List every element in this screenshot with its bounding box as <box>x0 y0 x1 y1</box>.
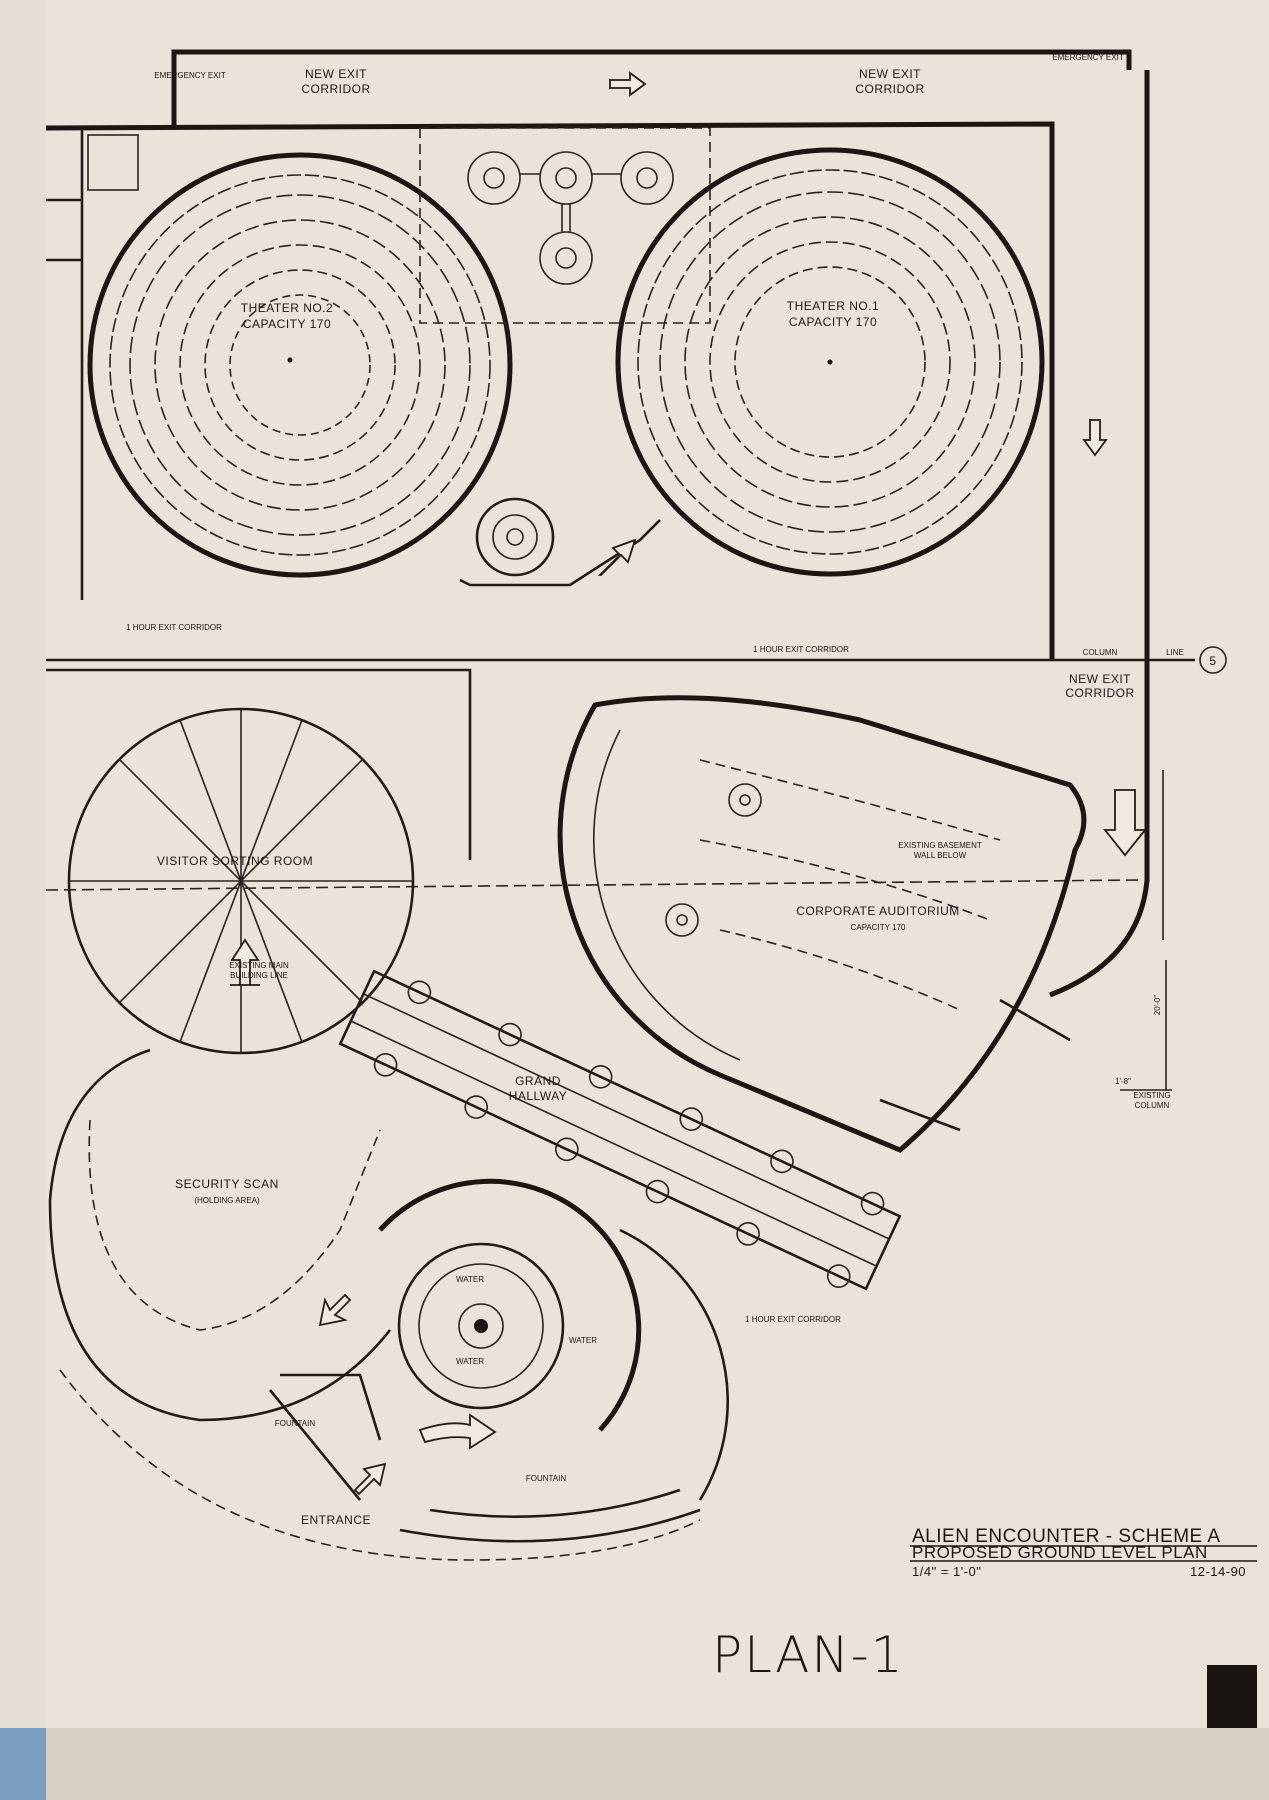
label-hour-exit-2: 1 HOUR EXIT CORRIDOR <box>753 645 849 654</box>
visitor-sorting-room <box>67 707 415 1055</box>
title-line-1: ALIEN ENCOUNTER - SCHEME A <box>912 1526 1221 1547</box>
column-line-marker <box>1199 646 1227 674</box>
label-hour-exit-3: 1 HOUR EXIT CORRIDOR <box>745 1315 841 1324</box>
label-existing-main-building-line-b: BUILDING LINE <box>230 971 288 980</box>
label-grand-hallway: GRAND <box>515 1074 561 1088</box>
title-block: ALIEN ENCOUNTER - SCHEME A PROPOSED GROU… <box>712 1526 1257 1684</box>
label-new-exit-corridor-2b: CORRIDOR <box>855 82 924 96</box>
label-new-exit-corridor-1b: CORRIDOR <box>301 82 370 96</box>
label-existing-column-b: COLUMN <box>1135 1101 1170 1110</box>
label-theater-1: THEATER NO.1 <box>787 299 879 313</box>
label-new-exit-corridor-3b: CORRIDOR <box>1065 686 1134 700</box>
label-dim-1-8: 1'-8" <box>1115 1077 1131 1086</box>
security-scan-area <box>48 1048 392 1422</box>
label-security-scan: SECURITY SCAN <box>175 1177 279 1191</box>
circulation-arrows <box>230 71 1147 1496</box>
page-gutter <box>0 0 46 1728</box>
corporate-auditorium <box>557 695 1087 1153</box>
label-existing-main-building-line: EXISTING MAIN <box>229 961 289 970</box>
label-emergency-exit-1: EMERGENCY EXIT <box>154 71 226 80</box>
label-grand-hallway-b: HALLWAY <box>509 1089 568 1103</box>
label-water-3: WATER <box>569 1336 597 1345</box>
water-lobby <box>378 1178 729 1501</box>
plan-number: PLAN-1 <box>712 1626 905 1684</box>
label-line: LINE <box>1166 648 1184 657</box>
label-corporate-capacity: CAPACITY 170 <box>851 923 906 932</box>
title-scale: 1/4" = 1'-0" <box>912 1564 981 1579</box>
gear-mechanism <box>459 497 661 587</box>
label-water-1: WATER <box>456 1275 484 1284</box>
label-dim-20: 20'-0" <box>1153 995 1162 1016</box>
fountains <box>59 1369 701 1561</box>
label-existing-column: EXISTING <box>1133 1091 1170 1100</box>
label-fountain-1: FOUNTAIN <box>275 1419 316 1428</box>
binding-strip <box>0 1728 46 1800</box>
page-bottom-band <box>0 1728 1269 1800</box>
room-labels: NEW EXIT CORRIDOR NEW EXIT CORRIDOR EMER… <box>126 53 1184 1527</box>
label-new-exit-corridor-3: NEW EXIT <box>1069 672 1131 686</box>
label-new-exit-corridor-2: NEW EXIT <box>859 67 921 81</box>
central-feature <box>419 127 711 324</box>
grand-hallway <box>338 969 902 1291</box>
label-holding-area: (HOLDING AREA) <box>194 1196 260 1205</box>
label-visitor-sorting-room: VISITOR SORTING ROOM <box>157 854 313 868</box>
label-entrance: ENTRANCE <box>301 1513 371 1527</box>
label-hour-exit-1: 1 HOUR EXIT CORRIDOR <box>126 623 222 632</box>
column-line-number: 5 <box>1209 654 1216 668</box>
label-fountain-2: FOUNTAIN <box>526 1474 567 1483</box>
label-new-exit-corridor-1: NEW EXIT <box>305 67 367 81</box>
label-theater-2-capacity: CAPACITY 170 <box>243 317 331 331</box>
label-theater-1-capacity: CAPACITY 170 <box>789 315 877 329</box>
label-column: COLUMN <box>1083 648 1118 657</box>
right-wall-dimension <box>879 770 1172 1132</box>
label-existing-basement-wall-b: WALL BELOW <box>914 851 967 860</box>
label-corporate-auditorium: CORPORATE AUDITORIUM <box>796 904 960 918</box>
label-water-2: WATER <box>456 1357 484 1366</box>
sheet-index-tab <box>1207 1665 1257 1728</box>
label-emergency-exit-2: EMERGENCY EXIT <box>1052 53 1124 62</box>
label-existing-basement-wall: EXISTING BASEMENT <box>898 841 982 850</box>
outer-walls <box>45 49 1195 998</box>
label-theater-2: THEATER NO.2 <box>241 301 333 315</box>
title-line-2: PROPOSED GROUND LEVEL PLAN <box>912 1543 1208 1562</box>
theater-1 <box>615 147 1045 577</box>
title-date: 12-14-90 <box>1190 1564 1246 1579</box>
theater-2 <box>87 152 513 578</box>
